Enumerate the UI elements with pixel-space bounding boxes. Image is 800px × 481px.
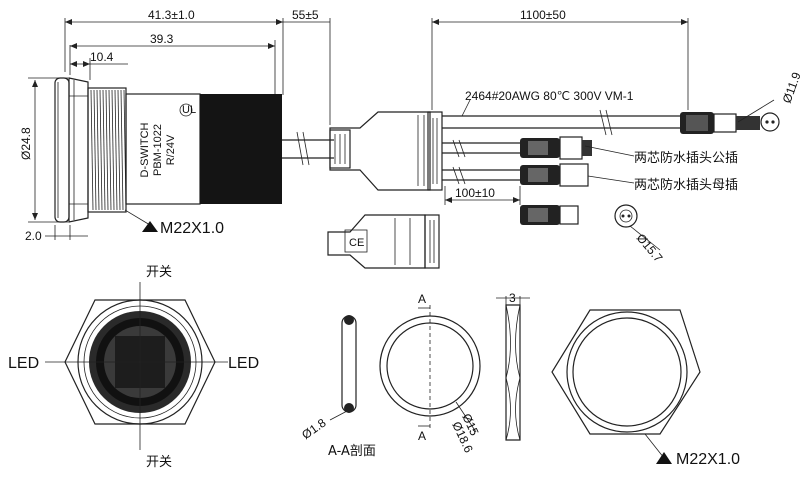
dim-thread-start: 10.4 [90,50,114,64]
triangle-icon [656,452,672,464]
switch-body: D-SWITCH PBM-1022 R/24V UL [125,93,201,205]
cable-assembly: 1100±50 [327,8,800,269]
section-caption: A-A剖面 [328,444,376,459]
female-plug-label: 两芯防水插头母插 [634,177,738,193]
plug-face-icon [614,204,638,228]
male-plug [520,136,592,160]
dim-flange-thickness: 2.0 [25,229,42,243]
dim-nut-thickness: 3 [509,291,516,305]
loose-plug [520,205,579,225]
male-plug-label: 两芯防水插头公插 [634,150,738,166]
body-model: PBM-1022 [152,124,164,176]
nut-front-view: M22X1.0 [551,309,740,468]
led-label-right: LED [228,355,259,372]
switch-rear-potting [200,94,282,204]
switch-thread [87,87,127,213]
dim-head-diameter: Ø24.8 [19,127,33,160]
dim-arrows-top [32,19,283,220]
connector-face-icon [760,112,780,132]
dim-cable-stub: 55±5 [292,8,319,22]
y-splitter [329,111,443,191]
end-connector [680,112,760,134]
switch-side-view: 41.3±1.0 39.3 10.4 55±5 Ø24.8 2.0 D-SWIT… [19,8,334,243]
dim-body-length: 39.3 [150,32,174,46]
front-view: 开关 开关 LED LED [8,265,259,470]
splitter-bottom-view: CE [327,214,440,269]
switch-head [54,77,89,223]
dim-overall-length: 41.3±1.0 [148,8,195,22]
ce-mark-icon: CE [349,237,364,249]
section-mark-bottom: A [418,429,426,443]
cable-stub [282,131,334,166]
body-voltage: R/24V [165,134,177,165]
cable-wires [442,115,680,181]
thread-callout-left: M22X1.0 [124,209,224,237]
ul-mark-icon: UL [179,103,196,117]
thread-label-left: M22X1.0 [160,220,224,237]
dim-cable-length: 1100±50 [520,8,566,22]
dim-connector-diameter: Ø11.9 [780,70,800,105]
triangle-icon [142,221,158,232]
female-plug [520,163,589,187]
dim-split-length: 100±10 [455,186,495,200]
body-brand: D-SWITCH [139,122,151,177]
svg-text:UL: UL [182,104,196,116]
dim-oring-cross: Ø1.8 [299,415,329,442]
dim-lines-top [28,18,331,240]
o-ring-views: Ø1.8 A A Ø15 Ø18.6 A-A剖面 3 [299,291,530,459]
cable-spec-label: 2464#20AWG 80℃ 300V VM-1 [465,89,634,103]
switch-label-top: 开关 [146,265,172,280]
thread-label-right: M22X1.0 [676,451,740,468]
dim-nut-diameter: Ø15.7 [634,231,666,265]
section-mark-top: A [418,292,426,306]
switch-label-bottom: 开关 [146,455,172,470]
led-label-left: LED [8,355,39,372]
